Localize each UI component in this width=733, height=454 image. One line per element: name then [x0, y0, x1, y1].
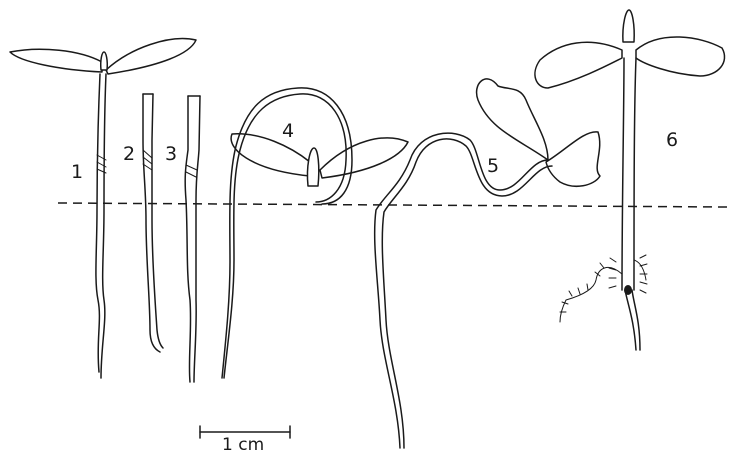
scale-bar-label: 1 cm	[222, 435, 264, 454]
seedling-1	[10, 39, 196, 378]
seedling-label-2: 2	[123, 143, 135, 165]
seedling-6-stem	[622, 58, 624, 290]
seedling-6-seed-coat	[624, 285, 632, 295]
seedling-2	[143, 94, 163, 352]
seedling-1-bud	[101, 52, 108, 70]
seedling-6-taproot	[625, 290, 640, 350]
seedling-label-1: 1	[71, 161, 83, 183]
seedling-6-left-cotyledon	[535, 42, 622, 88]
seedling-4-right-cotyledon	[320, 138, 408, 178]
seedling-4	[222, 88, 408, 378]
seedling-5-lower-cotyledon	[546, 132, 600, 186]
seedling-label-6: 6	[666, 129, 678, 151]
seedling-6-lateral-root	[560, 267, 622, 322]
seedling-1-stem	[96, 74, 100, 372]
seedling-1-left-cotyledon	[10, 49, 102, 72]
seedling-6-right-cotyledon	[636, 37, 725, 76]
seedling-5-stem	[375, 133, 548, 448]
seedling-1-right-cotyledon	[106, 39, 196, 74]
seedling-3-hypocotyl-mark	[186, 165, 197, 177]
seedling-3	[185, 96, 200, 382]
seedling-label-3: 3	[165, 143, 177, 165]
seedling-4-bud	[307, 148, 318, 186]
seedling-5-upper-cotyledon	[477, 79, 548, 160]
seedling-3-stem	[185, 96, 190, 382]
seedling-label-4: 4	[282, 120, 294, 142]
soil-surface-line	[58, 203, 728, 207]
seedling-5	[375, 79, 600, 448]
seedling-6-bud	[623, 10, 634, 42]
scale-bar: 1 cm	[200, 426, 290, 454]
seedling-label-5: 5	[487, 155, 499, 177]
